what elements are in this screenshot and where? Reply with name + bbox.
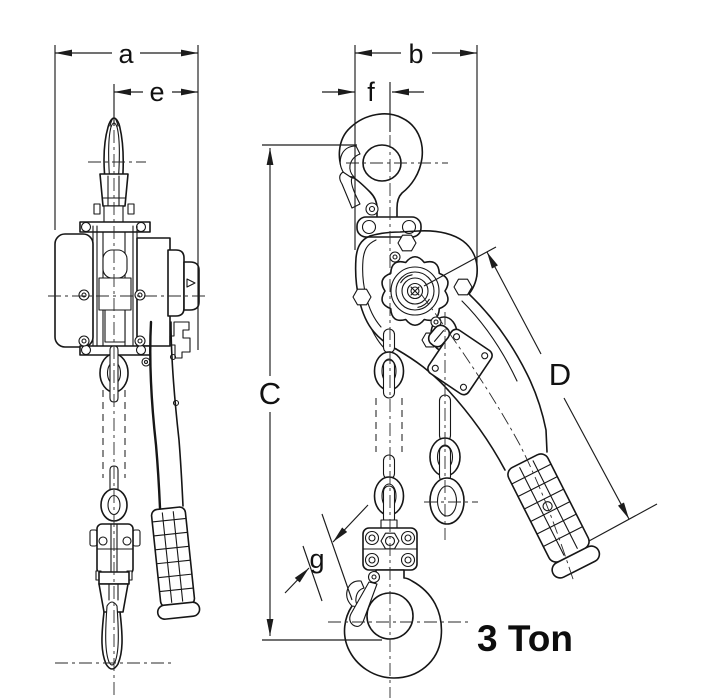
dim-label-b: b	[408, 39, 423, 69]
dimension-g: g	[284, 504, 369, 602]
dimension-e: e	[113, 77, 198, 126]
dim-label-a: a	[118, 39, 134, 69]
dimension-C: C	[259, 144, 382, 641]
dimension-a: a	[54, 39, 199, 350]
side-view-drawing	[48, 106, 206, 698]
front-view-drawing	[328, 113, 601, 698]
dimension-b: b	[354, 39, 478, 277]
dim-label-e: e	[149, 77, 164, 107]
dim-label-C: C	[259, 376, 281, 411]
dim-label-g: g	[309, 544, 324, 574]
dim-label-f: f	[367, 77, 375, 107]
dimension-f: f	[322, 77, 424, 132]
dim-label-D: D	[549, 357, 571, 392]
capacity-label: 3 Ton	[477, 618, 573, 659]
dimension-D: D	[423, 246, 658, 542]
